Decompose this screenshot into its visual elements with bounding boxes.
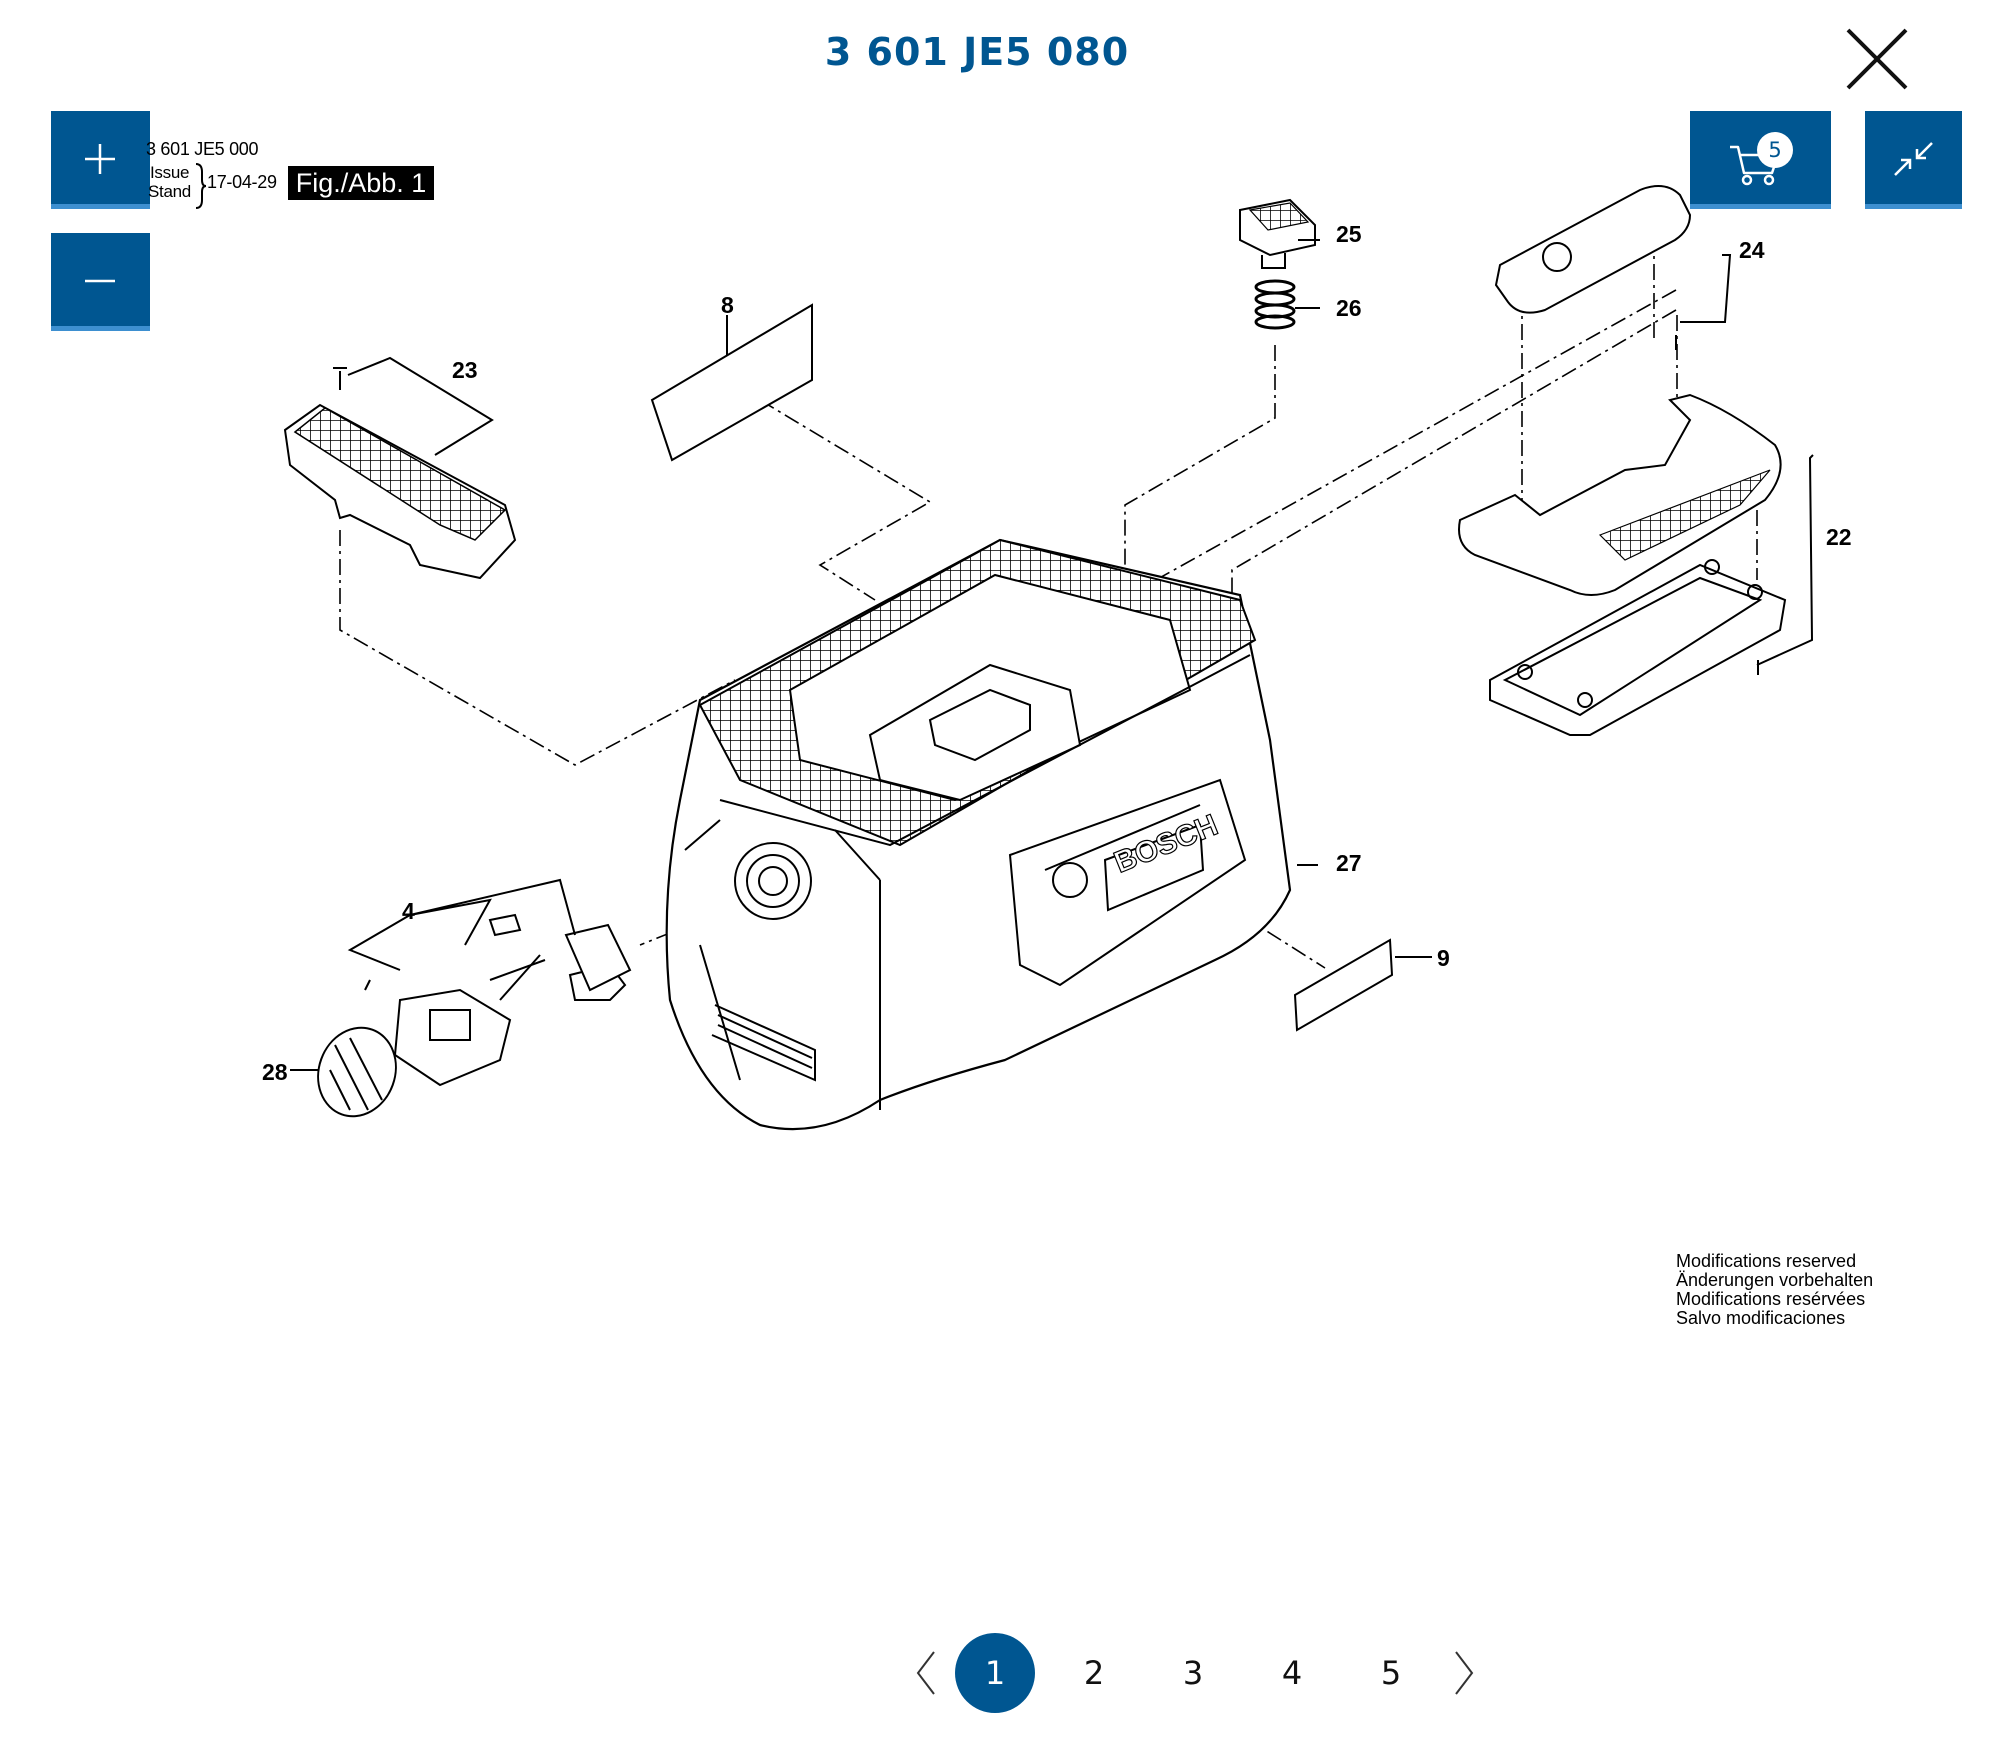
collapse-icon	[1894, 142, 1933, 176]
zoom-out-button[interactable]	[51, 233, 150, 331]
page-4[interactable]: 4	[1281, 1654, 1303, 1692]
notice-line: Salvo modificaciones	[1676, 1308, 1846, 1328]
minus-icon	[85, 279, 115, 283]
chevron-right-icon	[1455, 1651, 1474, 1695]
callout-4: 4	[402, 898, 415, 924]
next-page-button[interactable]	[1448, 1648, 1478, 1698]
brace-mark	[195, 163, 207, 209]
callout-25: 25	[1336, 221, 1362, 247]
figure-issue-label: Issue	[150, 163, 190, 182]
notice-line: Modifications resérvées	[1676, 1289, 1866, 1309]
figure-label: Fig./Abb. 1	[288, 166, 434, 200]
figure-date: 17-04-29	[207, 172, 277, 192]
exit-fullscreen-button[interactable]	[1865, 111, 1962, 209]
notice-line: Änderungen vorbehalten	[1676, 1270, 1874, 1290]
chevron-left-icon	[916, 1651, 935, 1695]
close-icon	[1846, 28, 1908, 90]
page-title: 3 601 JE5 080	[824, 30, 1130, 74]
page-1[interactable]: 1	[955, 1633, 1035, 1713]
page-2[interactable]: 2	[1083, 1654, 1105, 1692]
callout-26: 26	[1336, 295, 1362, 321]
plus-icon	[85, 144, 115, 174]
page-5[interactable]: 5	[1380, 1654, 1402, 1692]
callout-24: 24	[1739, 237, 1765, 263]
callout-9: 9	[1437, 945, 1450, 971]
page-3[interactable]: 3	[1182, 1654, 1204, 1692]
figure-part-number: 3 601 JE5 000	[146, 139, 259, 159]
callout-28: 28	[262, 1059, 288, 1085]
callout-23: 23	[452, 357, 478, 383]
callout-27: 27	[1336, 850, 1362, 876]
zoom-in-button[interactable]	[51, 111, 150, 209]
callout-22: 22	[1826, 524, 1852, 550]
cart-count-badge: 5	[1757, 132, 1793, 168]
previous-page-button[interactable]	[912, 1648, 942, 1698]
close-button[interactable]	[1840, 22, 1914, 96]
notice-line: Modifications reserved	[1676, 1251, 1857, 1271]
housing-part	[665, 538, 1292, 1131]
callout-8: 8	[721, 292, 734, 318]
figure-stand-label: Stand	[148, 182, 191, 201]
modifications-notice: Modifications reserved Änderungen vorbeh…	[1676, 1252, 1873, 1328]
